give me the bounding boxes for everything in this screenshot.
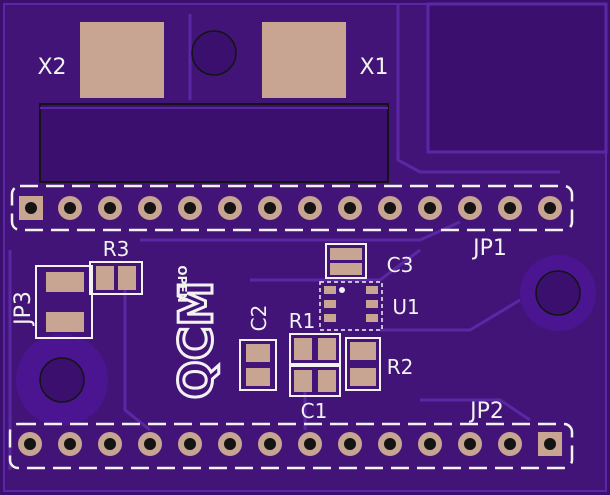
x2-label: X2	[37, 55, 66, 80]
c3-footprint	[325, 243, 367, 279]
r2-label: R2	[387, 355, 414, 379]
c1-footprint	[289, 365, 341, 397]
crystal-body	[39, 103, 389, 183]
c1-label: C1	[301, 399, 328, 423]
x1-label: X1	[359, 55, 388, 80]
jp1-pins	[19, 196, 562, 220]
x1-pad	[262, 22, 346, 98]
r1-label: R1	[289, 309, 316, 333]
c3-label: C3	[387, 253, 414, 277]
jp2-outline	[8, 422, 574, 470]
u1-footprint	[319, 281, 383, 331]
logo-main: QCM	[169, 281, 223, 400]
x2-pad	[80, 22, 164, 98]
qcm-logo: QCM OPEN	[168, 265, 225, 400]
logo-small: OPEN	[175, 265, 189, 302]
c2-footprint	[239, 339, 277, 391]
jp3-label: JP3	[11, 291, 36, 327]
mounting-hole-top	[191, 30, 237, 76]
jp3-footprint	[35, 265, 93, 339]
r3-label: R3	[103, 237, 130, 261]
r3-footprint	[89, 261, 143, 295]
jp1-label: JP1	[471, 236, 507, 261]
u1-label: U1	[392, 295, 419, 319]
jp2-pins	[18, 432, 562, 456]
mounting-hole-left	[39, 357, 85, 403]
jp2-label: JP2	[468, 399, 504, 424]
c2-label: C2	[247, 305, 271, 332]
copper-traces	[8, 2, 608, 470]
jp1-outline	[10, 184, 574, 232]
r1-footprint	[289, 333, 341, 365]
mounting-hole-right	[535, 270, 581, 316]
r2-footprint	[345, 337, 381, 391]
